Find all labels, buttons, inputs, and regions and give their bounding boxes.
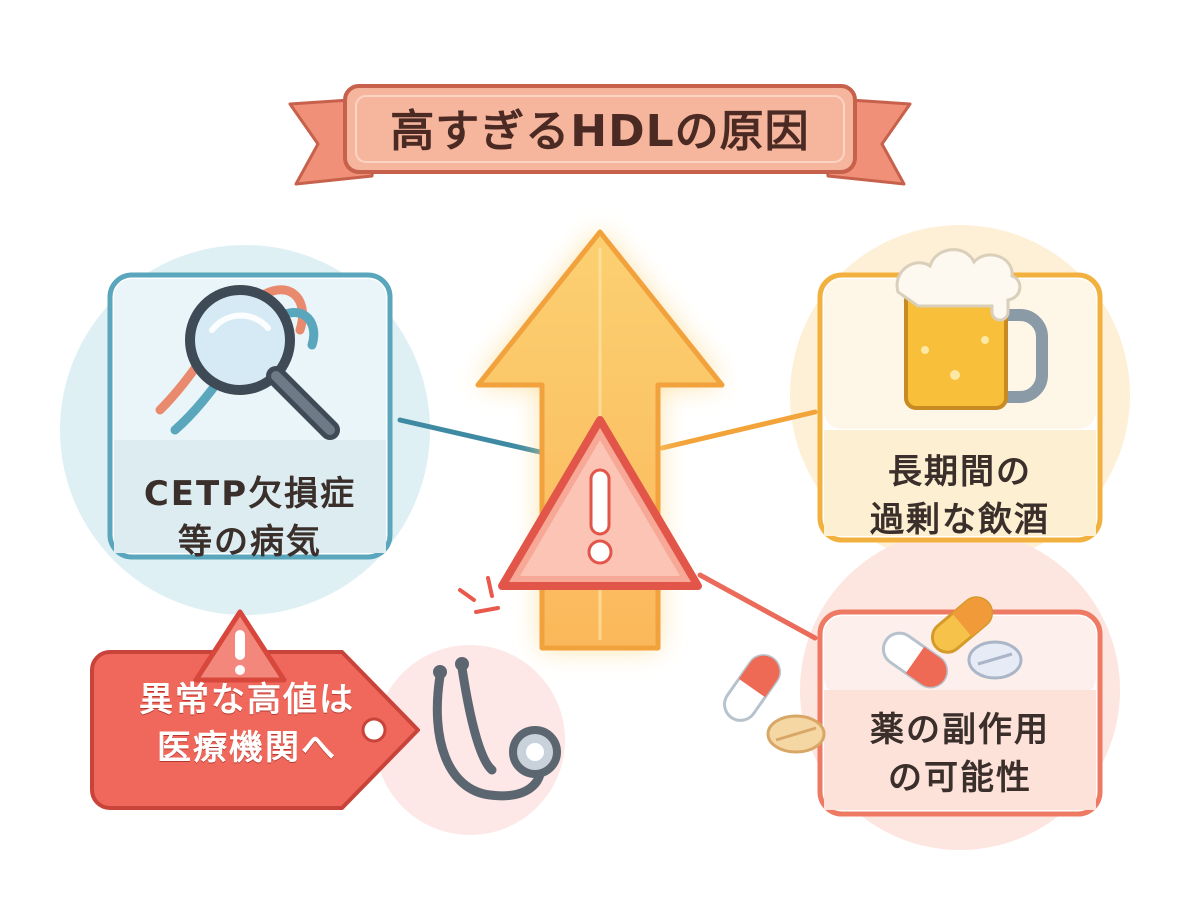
stethoscope-bg-circle bbox=[375, 645, 565, 835]
medical-advice-line-1: 異常な高値は bbox=[139, 680, 355, 720]
page-title: 高すぎるHDLの原因 bbox=[390, 106, 810, 157]
alcohol-label-line-2: 過剰な飲酒 bbox=[870, 500, 1050, 540]
genetic-label-line-2: 等の病気 bbox=[178, 522, 322, 562]
genetic-label: CETP欠損症 等の病気 bbox=[110, 470, 390, 566]
medical-advice-label: 異常な高値は 医療機関へ bbox=[92, 676, 402, 772]
connector-genetic bbox=[397, 417, 543, 455]
warning-icon bbox=[498, 416, 702, 590]
drug-label-line-2: の可能性 bbox=[888, 758, 1032, 798]
medical-advice-line-2: 医療機関へ bbox=[157, 728, 337, 768]
stethoscope-icon bbox=[432, 657, 561, 801]
drug-label: 薬の副作用 の可能性 bbox=[820, 706, 1100, 802]
drug-label-line-1: 薬の副作用 bbox=[870, 710, 1050, 750]
small-warning-icon bbox=[193, 609, 287, 683]
genetic-card bbox=[107, 272, 393, 560]
alert-marks bbox=[458, 576, 500, 614]
connector-drug bbox=[697, 572, 818, 641]
alcohol-label-line-1: 長期間の bbox=[888, 452, 1032, 492]
pills-icon bbox=[723, 596, 1023, 754]
title-ribbon bbox=[288, 84, 912, 186]
alcohol-label: 長期間の 過剰な飲酒 bbox=[820, 448, 1100, 544]
connector-alcohol bbox=[659, 409, 818, 451]
medical-advice-tag bbox=[90, 650, 420, 810]
magnifier-dna-icon bbox=[155, 285, 340, 440]
genetic-label-line-1: CETP欠損症 bbox=[143, 474, 357, 514]
beer-mug-icon bbox=[895, 248, 1048, 410]
